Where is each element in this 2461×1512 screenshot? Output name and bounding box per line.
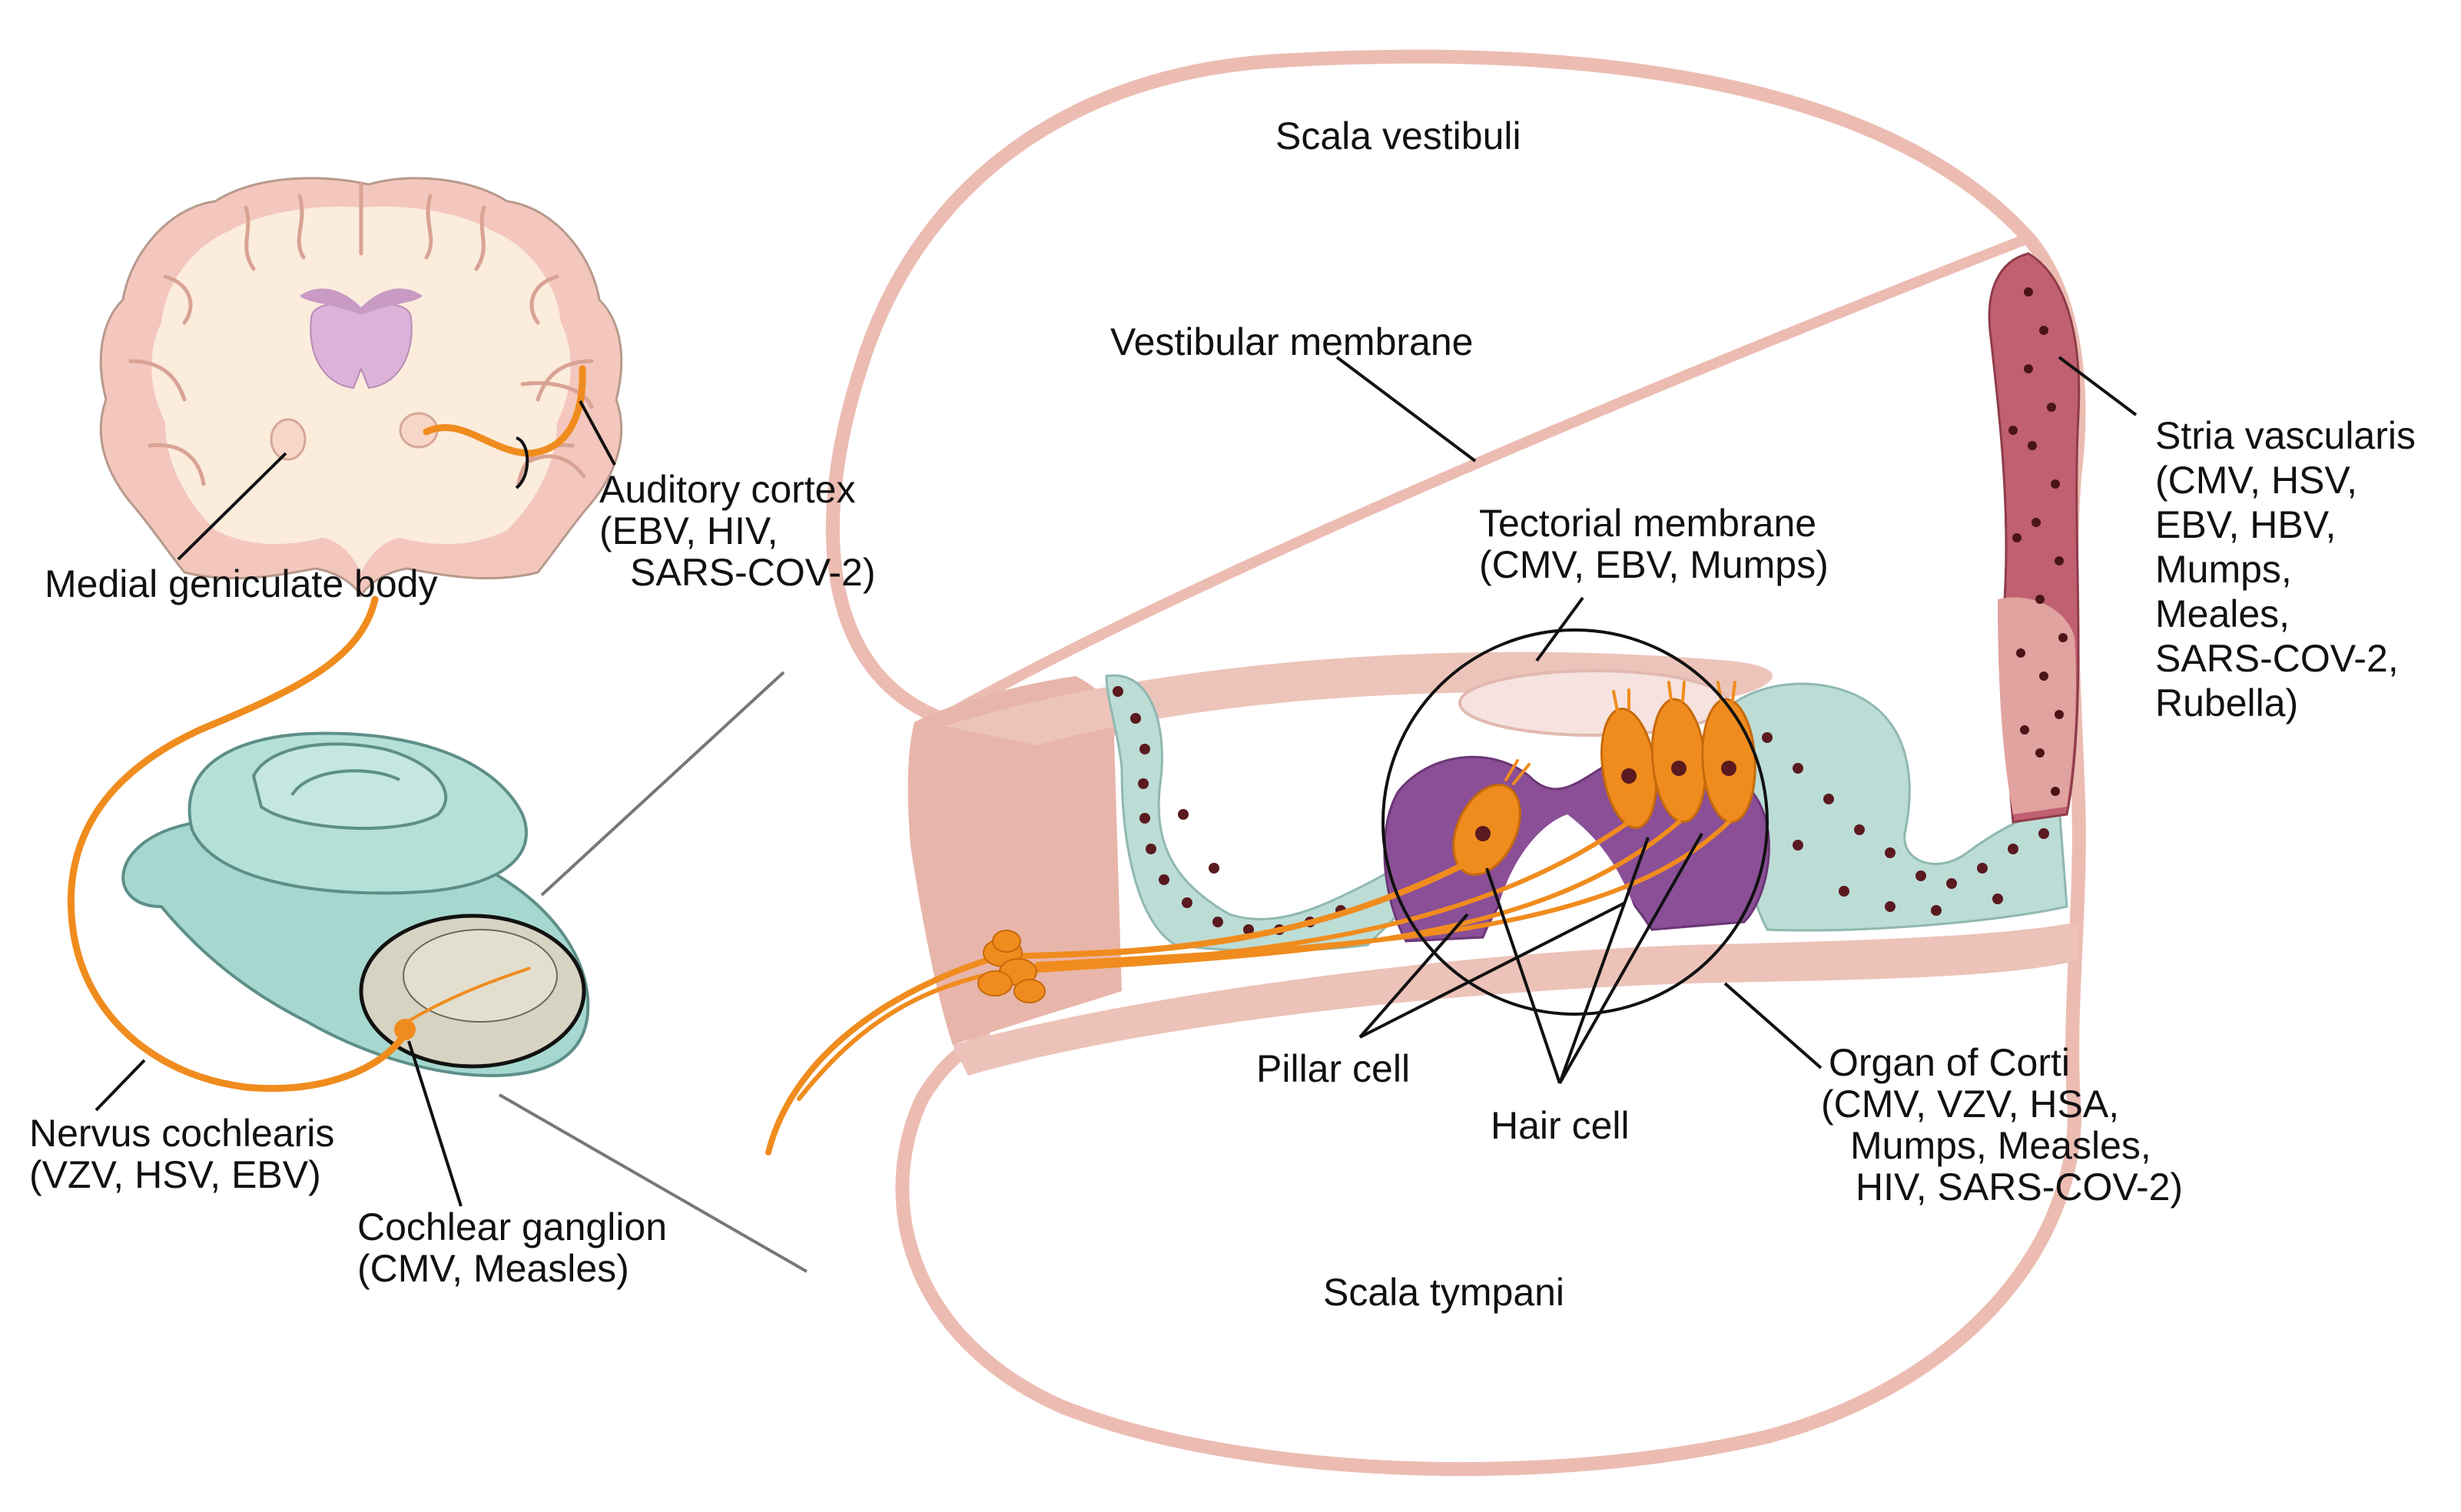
leader-tectorial-membrane <box>1535 596 1584 662</box>
tectorial-membrane-title: Tectorial membrane <box>1479 502 1817 545</box>
brain-section <box>99 177 623 598</box>
label-nervus-cochlearis: Nervus cochlearis (VZV, HSV, EBV) <box>29 1112 334 1195</box>
nervus-cochlearis-viruses: (VZV, HSV, EBV) <box>29 1153 321 1196</box>
label-cochlear-ganglion: Cochlear ganglion (CMV, Measles) <box>357 1206 667 1289</box>
cochlear-ganglion-dot <box>394 1019 416 1040</box>
label-tectorial-membrane: Tectorial membrane (CMV, EBV, Mumps) <box>1479 502 1829 585</box>
leader-stria-vascularis <box>2058 356 2138 416</box>
hair-cell-nuclei <box>1475 761 1736 841</box>
spiral-ganglion <box>977 930 1046 1003</box>
leader-lines <box>95 356 2138 1207</box>
vestibular-membrane-line <box>936 233 2034 724</box>
cochlea-apex <box>251 742 448 831</box>
leader-nervus-cochlearis <box>95 1059 146 1112</box>
auditory-cortex-line-3: SARS-COV-2) <box>630 551 876 594</box>
stria-vascularis-line-6: SARS-COV-2, <box>2155 637 2399 680</box>
auditory-radiation <box>423 365 586 457</box>
label-pillar-cell: Pillar cell <box>1256 1047 1411 1090</box>
leader-hair-cell-a <box>1485 867 1561 1084</box>
leader-cochlear-ganglion <box>407 1040 463 1207</box>
stria-vascularis-line-3: EBV, HBV, <box>2155 503 2337 546</box>
label-auditory-cortex: Auditory cortex (EBV, HIV, SARS-COV-2) <box>599 469 876 593</box>
basilar-membrane <box>953 922 2078 1076</box>
label-scala-tympani: Scala tympani <box>1323 1271 1565 1314</box>
tectorial-membrane-viruses: (CMV, EBV, Mumps) <box>1479 543 1829 586</box>
cochlear-nerve-fibers-3 <box>1012 820 1731 974</box>
stria-vascularis-line-5: Meales, <box>2155 592 2290 635</box>
cochlea <box>121 731 590 1078</box>
label-vestibular-membrane: Vestibular membrane <box>1110 320 1474 363</box>
stria-vascularis-line-2: (CMV, HSV, <box>2155 459 2358 502</box>
leader-auditory-cortex <box>579 400 616 466</box>
organ-of-corti-line-3: Mumps, Measles, <box>1850 1124 2151 1167</box>
leader-hair-cell-b <box>1558 837 1650 1084</box>
zoom-lines <box>499 671 808 1273</box>
label-medial-geniculate-body: Medial geniculate body <box>45 562 438 605</box>
organ-of-corti-title: Organ of Corti <box>1829 1041 2071 1084</box>
auditory-cortex-title: Auditory cortex <box>599 468 856 511</box>
label-scala-vestibuli: Scala vestibuli <box>1275 114 1521 158</box>
ventricle <box>300 288 423 315</box>
label-hair-cell: Hair cell <box>1491 1104 1630 1147</box>
cochlea-swirl <box>290 769 400 797</box>
hair-bundles <box>1504 681 1736 785</box>
nervus-cochlearis-title: Nervus cochlearis <box>29 1112 335 1155</box>
leader-vestibular-membrane <box>1335 356 1477 463</box>
stria-vascularis-line-4: Mumps, <box>2155 548 2292 591</box>
cochlea-cut-nerve <box>406 967 531 1023</box>
leader-hair-cell-c <box>1558 833 1703 1084</box>
brain-white-matter <box>151 206 571 572</box>
medial-geniculate-body-left <box>270 418 307 461</box>
label-stria-vascularis: Stria vascularis (CMV, HSV, EBV, HBV, Mu… <box>2155 413 2416 725</box>
leader-medial-geniculate <box>177 452 287 561</box>
cochlear-duct-section <box>765 49 2086 1477</box>
stria-vascularis-line-7: Rubella) <box>2155 681 2299 724</box>
cochlea-cut-inner <box>403 929 558 1023</box>
leader-pillar-cell-a <box>1358 913 1469 1039</box>
auditory-cortex-marker <box>515 436 529 489</box>
nervus-cochlearis-path <box>67 595 409 1093</box>
cochlear-ganglion-viruses: (CMV, Measles) <box>357 1247 629 1290</box>
leader-pillar-cell-b <box>1359 901 1626 1039</box>
label-organ-of-corti: Organ of Corti (CMV, VZV, HSA, Mumps, Me… <box>1821 1042 2183 1208</box>
organ-of-corti-line-2: (CMV, VZV, HSA, <box>1821 1083 2120 1126</box>
tunnel-of-corti <box>1498 814 1637 914</box>
organ-of-corti-circle <box>1381 628 1769 1016</box>
stria-vascularis-lower <box>1998 597 2076 814</box>
organ-of-corti-line-4: HIV, SARS-COV-2) <box>1856 1166 2184 1209</box>
auditory-cortex-line-2: (EBV, HIV, <box>599 509 778 552</box>
cochlear-nerve-fibers-2 <box>797 820 1631 1101</box>
leader-organ-of-corti <box>1723 982 1823 1069</box>
cochlear-nerve-fibers <box>765 850 1490 1156</box>
cochlear-ganglion-title: Cochlear ganglion <box>357 1205 668 1248</box>
stria-vascularis-title: Stria vascularis <box>2155 414 2416 457</box>
brain-sulci <box>128 182 594 486</box>
stria-nuclei <box>2008 287 2068 796</box>
